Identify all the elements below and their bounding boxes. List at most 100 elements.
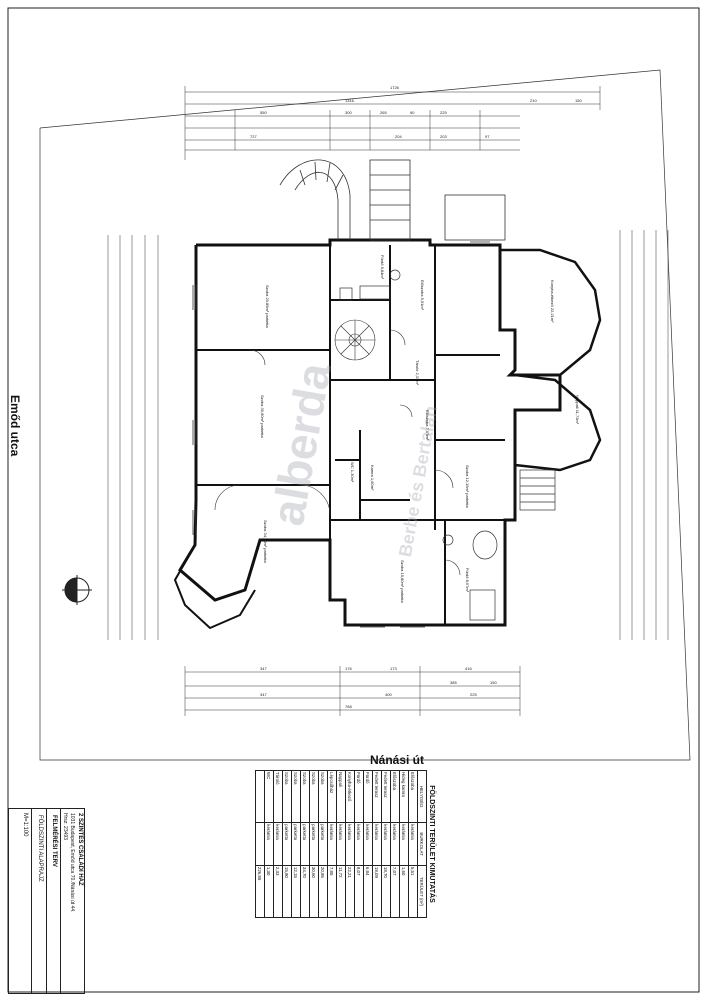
table-cell: Szoba	[318, 770, 328, 823]
table-cell: 20,85	[318, 865, 328, 918]
street-label-bottom: Nánási út	[370, 753, 425, 767]
table-header: HELYISÉG	[417, 770, 427, 823]
room-label: Fürdő 8,07m²	[465, 568, 470, 593]
table-cell: Fürdő	[354, 770, 364, 823]
dim-bottom: 176	[345, 666, 352, 671]
table-cell: kerámia	[327, 822, 337, 866]
table-cell: Előszoba	[408, 770, 418, 823]
table-total: 226,85	[255, 865, 265, 918]
table-cell: Fedett terasz	[381, 770, 391, 823]
dim-bottom: 400	[385, 692, 392, 697]
scale-label: M=1:100	[22, 813, 28, 837]
table-cell: Fürdő	[363, 770, 373, 823]
table-cell: Tároló	[273, 770, 283, 823]
area-table-box: FÖLDSZINTI TERÜLET KIMUTATÁS HELYISÉG BU…	[195, 770, 435, 918]
table-cell: kerámia	[372, 822, 382, 866]
table-cell: kerámia	[390, 822, 400, 866]
table-header: BURKOLAT	[417, 822, 427, 866]
room-label: Szoba 20,85m² parketta	[265, 285, 270, 328]
dim-bottom: 225	[470, 692, 477, 697]
dim-bottom: 173	[390, 666, 397, 671]
table-cell: 8,07	[354, 865, 364, 918]
exterior-stair	[279, 159, 506, 241]
title-block: M=1:100 FÖLDSZINTI ALAPRAJZ FELMÉRÉSI TE…	[8, 808, 85, 994]
dim-top: 150	[575, 98, 582, 103]
table-cell: 30,60	[309, 865, 319, 918]
corner-bay	[173, 544, 256, 630]
north-arrow	[62, 575, 92, 605]
table-cell: 15,80	[282, 865, 292, 918]
dim-top: 90	[410, 110, 415, 115]
table-cell: 11,72	[336, 865, 346, 918]
table-header: TERÜLET (m²)	[417, 865, 427, 918]
table-cell: parketta	[282, 822, 292, 866]
property-boundary	[39, 69, 691, 761]
dim-bottom: 385	[450, 680, 457, 685]
table-cell: kerámia	[399, 822, 409, 866]
bath-fixtures	[339, 269, 498, 621]
dim-top: 225	[440, 110, 447, 115]
dim-bottom: 768	[345, 704, 352, 709]
exterior-walls	[178, 238, 562, 627]
top-dimension-lines	[184, 86, 601, 160]
table-cell: 1,60	[399, 865, 409, 918]
table-cell: kerámia	[354, 822, 364, 866]
table-cell: 22,21	[345, 865, 355, 918]
dim-bottom: 150	[490, 680, 497, 685]
drawing-name: FÖLDSZINTI ALAPRAJZ	[37, 815, 43, 882]
table-header-row: HELYISÉG BURKOLAT TERÜLET (m²)	[417, 770, 427, 918]
street-label-left: Emőd utca	[8, 395, 22, 457]
table-cell: parketta	[309, 822, 319, 866]
table-cell: kerámia	[345, 822, 355, 866]
table-cell: 12,15	[291, 865, 301, 918]
table-cell: Szoba	[300, 770, 310, 823]
table-cell: 1,30	[264, 865, 274, 918]
room-label: Fürdő 6,84m²	[380, 255, 385, 280]
table-cell: Fedett terasz	[372, 770, 382, 823]
dim-top: 300	[345, 110, 352, 115]
dim-top: 727	[250, 134, 257, 139]
dim-top: 210	[530, 98, 537, 103]
table-cell: Szoba	[291, 770, 301, 823]
dim-top: 97	[485, 134, 490, 139]
table-cell: 18,70	[381, 865, 391, 918]
windows	[192, 241, 490, 628]
table-cell: WC	[264, 770, 274, 823]
table-cell: kerámia	[408, 822, 418, 866]
room-label: WC 1,30m²	[350, 462, 355, 483]
room-label: Szoba 30,60m² parketta	[260, 395, 265, 438]
table-cell: parketta	[300, 822, 310, 866]
table-cell: kerámia	[336, 822, 346, 866]
table-cell: Előszoba	[390, 770, 400, 823]
room-label: Szoba 12,15m² parketta	[465, 465, 470, 508]
right-dimension-lines	[619, 230, 669, 640]
room-label: Tároló 2,33m²	[415, 360, 420, 385]
dim-top: 265	[380, 110, 387, 115]
room-label: Szoba 15,80m² parketta	[400, 560, 405, 603]
sheet-border	[7, 7, 700, 993]
side-stair	[519, 469, 556, 511]
bottom-dimension-lines	[184, 666, 521, 716]
table-cell: 34,70	[300, 865, 310, 918]
dim-bottom: 416	[465, 666, 472, 671]
table-cell: kerámia	[381, 822, 391, 866]
table-cell: 2,33	[273, 865, 283, 918]
table-cell: 7,85	[327, 865, 337, 918]
project-address: 1031 Budapest, Emőd utca 70./Nánási út 4…	[69, 813, 75, 913]
kitchen-bay	[500, 248, 602, 472]
dim-top: 1316	[345, 98, 354, 103]
doors	[214, 329, 461, 576]
